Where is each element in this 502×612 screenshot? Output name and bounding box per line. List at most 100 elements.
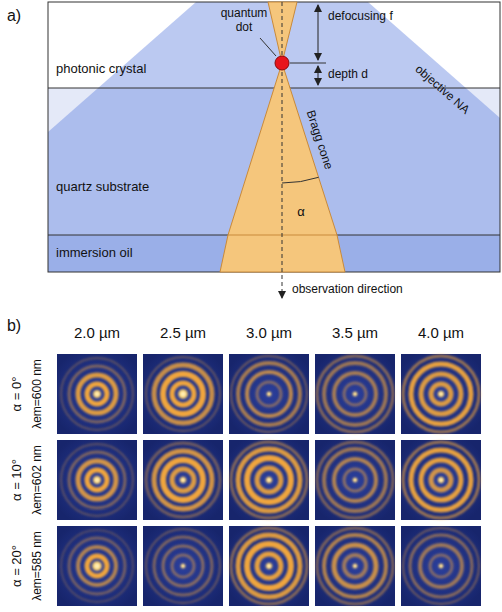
- interference-ring: [317, 528, 393, 604]
- ring-group: [61, 530, 133, 602]
- ring-group: [403, 442, 479, 518]
- bright-center: [180, 563, 186, 569]
- objective-cone: [48, 2, 500, 272]
- interference-ring: [420, 545, 462, 587]
- interference-ring: [172, 555, 194, 577]
- pattern-image: [229, 440, 309, 520]
- interference-ring: [324, 449, 386, 511]
- pattern-image: [315, 526, 395, 606]
- ring-group: [317, 356, 393, 432]
- interference-ring: [172, 383, 194, 405]
- interference-ring: [238, 449, 300, 511]
- band-label: quartz substrate: [56, 180, 149, 195]
- dimension-label: depth d: [328, 68, 368, 82]
- interference-ring: [344, 469, 366, 491]
- interference-ring: [61, 444, 133, 516]
- ring-group: [231, 356, 307, 432]
- pattern-image: [315, 354, 395, 434]
- ring-group: [403, 528, 479, 604]
- row-label: α = 10°: [10, 459, 25, 501]
- pattern-image: [143, 440, 223, 520]
- interference-ring: [146, 443, 220, 517]
- panel-frame: [48, 2, 500, 272]
- interference-ring: [61, 358, 133, 430]
- interference-ring: [411, 364, 471, 424]
- interference-ring: [344, 383, 366, 405]
- column-header: 2.0 µm: [74, 324, 120, 341]
- bright-center: [92, 389, 102, 399]
- panel-letter: a): [7, 7, 21, 25]
- pattern-image: [143, 526, 223, 606]
- interference-ring: [324, 535, 386, 597]
- bright-center: [352, 477, 358, 483]
- interference-ring: [231, 442, 307, 518]
- layer-band: immersion oil: [48, 235, 500, 272]
- interference-ring: [421, 460, 461, 500]
- bright-center: [265, 562, 273, 570]
- interference-ring: [78, 461, 116, 499]
- direction-label: observation direction: [292, 283, 403, 297]
- leader-line: [260, 38, 276, 56]
- column-header: 3.5 µm: [332, 324, 378, 341]
- interference-ring: [421, 374, 461, 414]
- interference-ring: [238, 535, 300, 597]
- interference-ring: [334, 459, 376, 501]
- interference-ring: [403, 356, 479, 432]
- interference-ring: [344, 555, 366, 577]
- column-header: 4.0 µm: [418, 324, 464, 341]
- layer-band: quartz substrate: [48, 88, 500, 235]
- ring-group: [317, 528, 393, 604]
- bright-center: [352, 391, 358, 397]
- pattern-image: [401, 526, 481, 606]
- row-label: λem=585 nm: [31, 531, 45, 601]
- ring-group: [231, 442, 307, 518]
- interference-ring: [69, 366, 125, 422]
- bright-center: [177, 388, 189, 400]
- pattern-image: [143, 354, 223, 434]
- interference-ring: [87, 470, 107, 490]
- interference-ring: [247, 458, 291, 502]
- interference-ring: [154, 451, 212, 509]
- row-label: λem=600 nm: [31, 359, 45, 429]
- interference-ring: [61, 530, 133, 602]
- quantum-dot: [275, 56, 289, 70]
- interference-ring: [146, 357, 220, 431]
- dimension-label: defocusing f: [328, 10, 393, 24]
- interference-ring: [403, 528, 479, 604]
- bright-center: [179, 476, 187, 484]
- interference-ring: [334, 373, 376, 415]
- interference-ring: [231, 356, 307, 432]
- interference-ring: [154, 537, 212, 595]
- interface-line: [48, 235, 500, 236]
- pattern-image: [401, 440, 481, 520]
- dimension-tick: [290, 63, 326, 64]
- row-label: λem=602 nm: [31, 445, 45, 515]
- band-label: immersion oil: [56, 246, 133, 261]
- interference-ring: [87, 384, 107, 404]
- pattern-image: [57, 526, 137, 606]
- interference-ring: [247, 544, 291, 588]
- interference-ring: [403, 442, 479, 518]
- interference-ring: [172, 469, 194, 491]
- ring-group: [231, 528, 307, 604]
- interference-ring: [154, 365, 212, 423]
- bright-center: [91, 560, 103, 572]
- callout-label: quantum dot: [217, 7, 271, 35]
- interference-ring: [231, 528, 307, 604]
- cone-label: Bragg cone: [303, 109, 335, 172]
- interference-ring: [163, 374, 203, 414]
- band-label: photonic crystal: [56, 62, 146, 77]
- bright-center: [437, 390, 445, 398]
- interference-ring: [69, 538, 125, 594]
- interference-ring: [411, 450, 471, 510]
- interference-ring: [431, 384, 451, 404]
- pattern-image: [229, 526, 309, 606]
- depth-arrow: [318, 66, 319, 85]
- interference-ring: [410, 535, 472, 597]
- interference-ring: [163, 460, 203, 500]
- column-header: 2.5 µm: [160, 324, 206, 341]
- bright-center: [92, 475, 102, 485]
- bright-center: [352, 563, 358, 569]
